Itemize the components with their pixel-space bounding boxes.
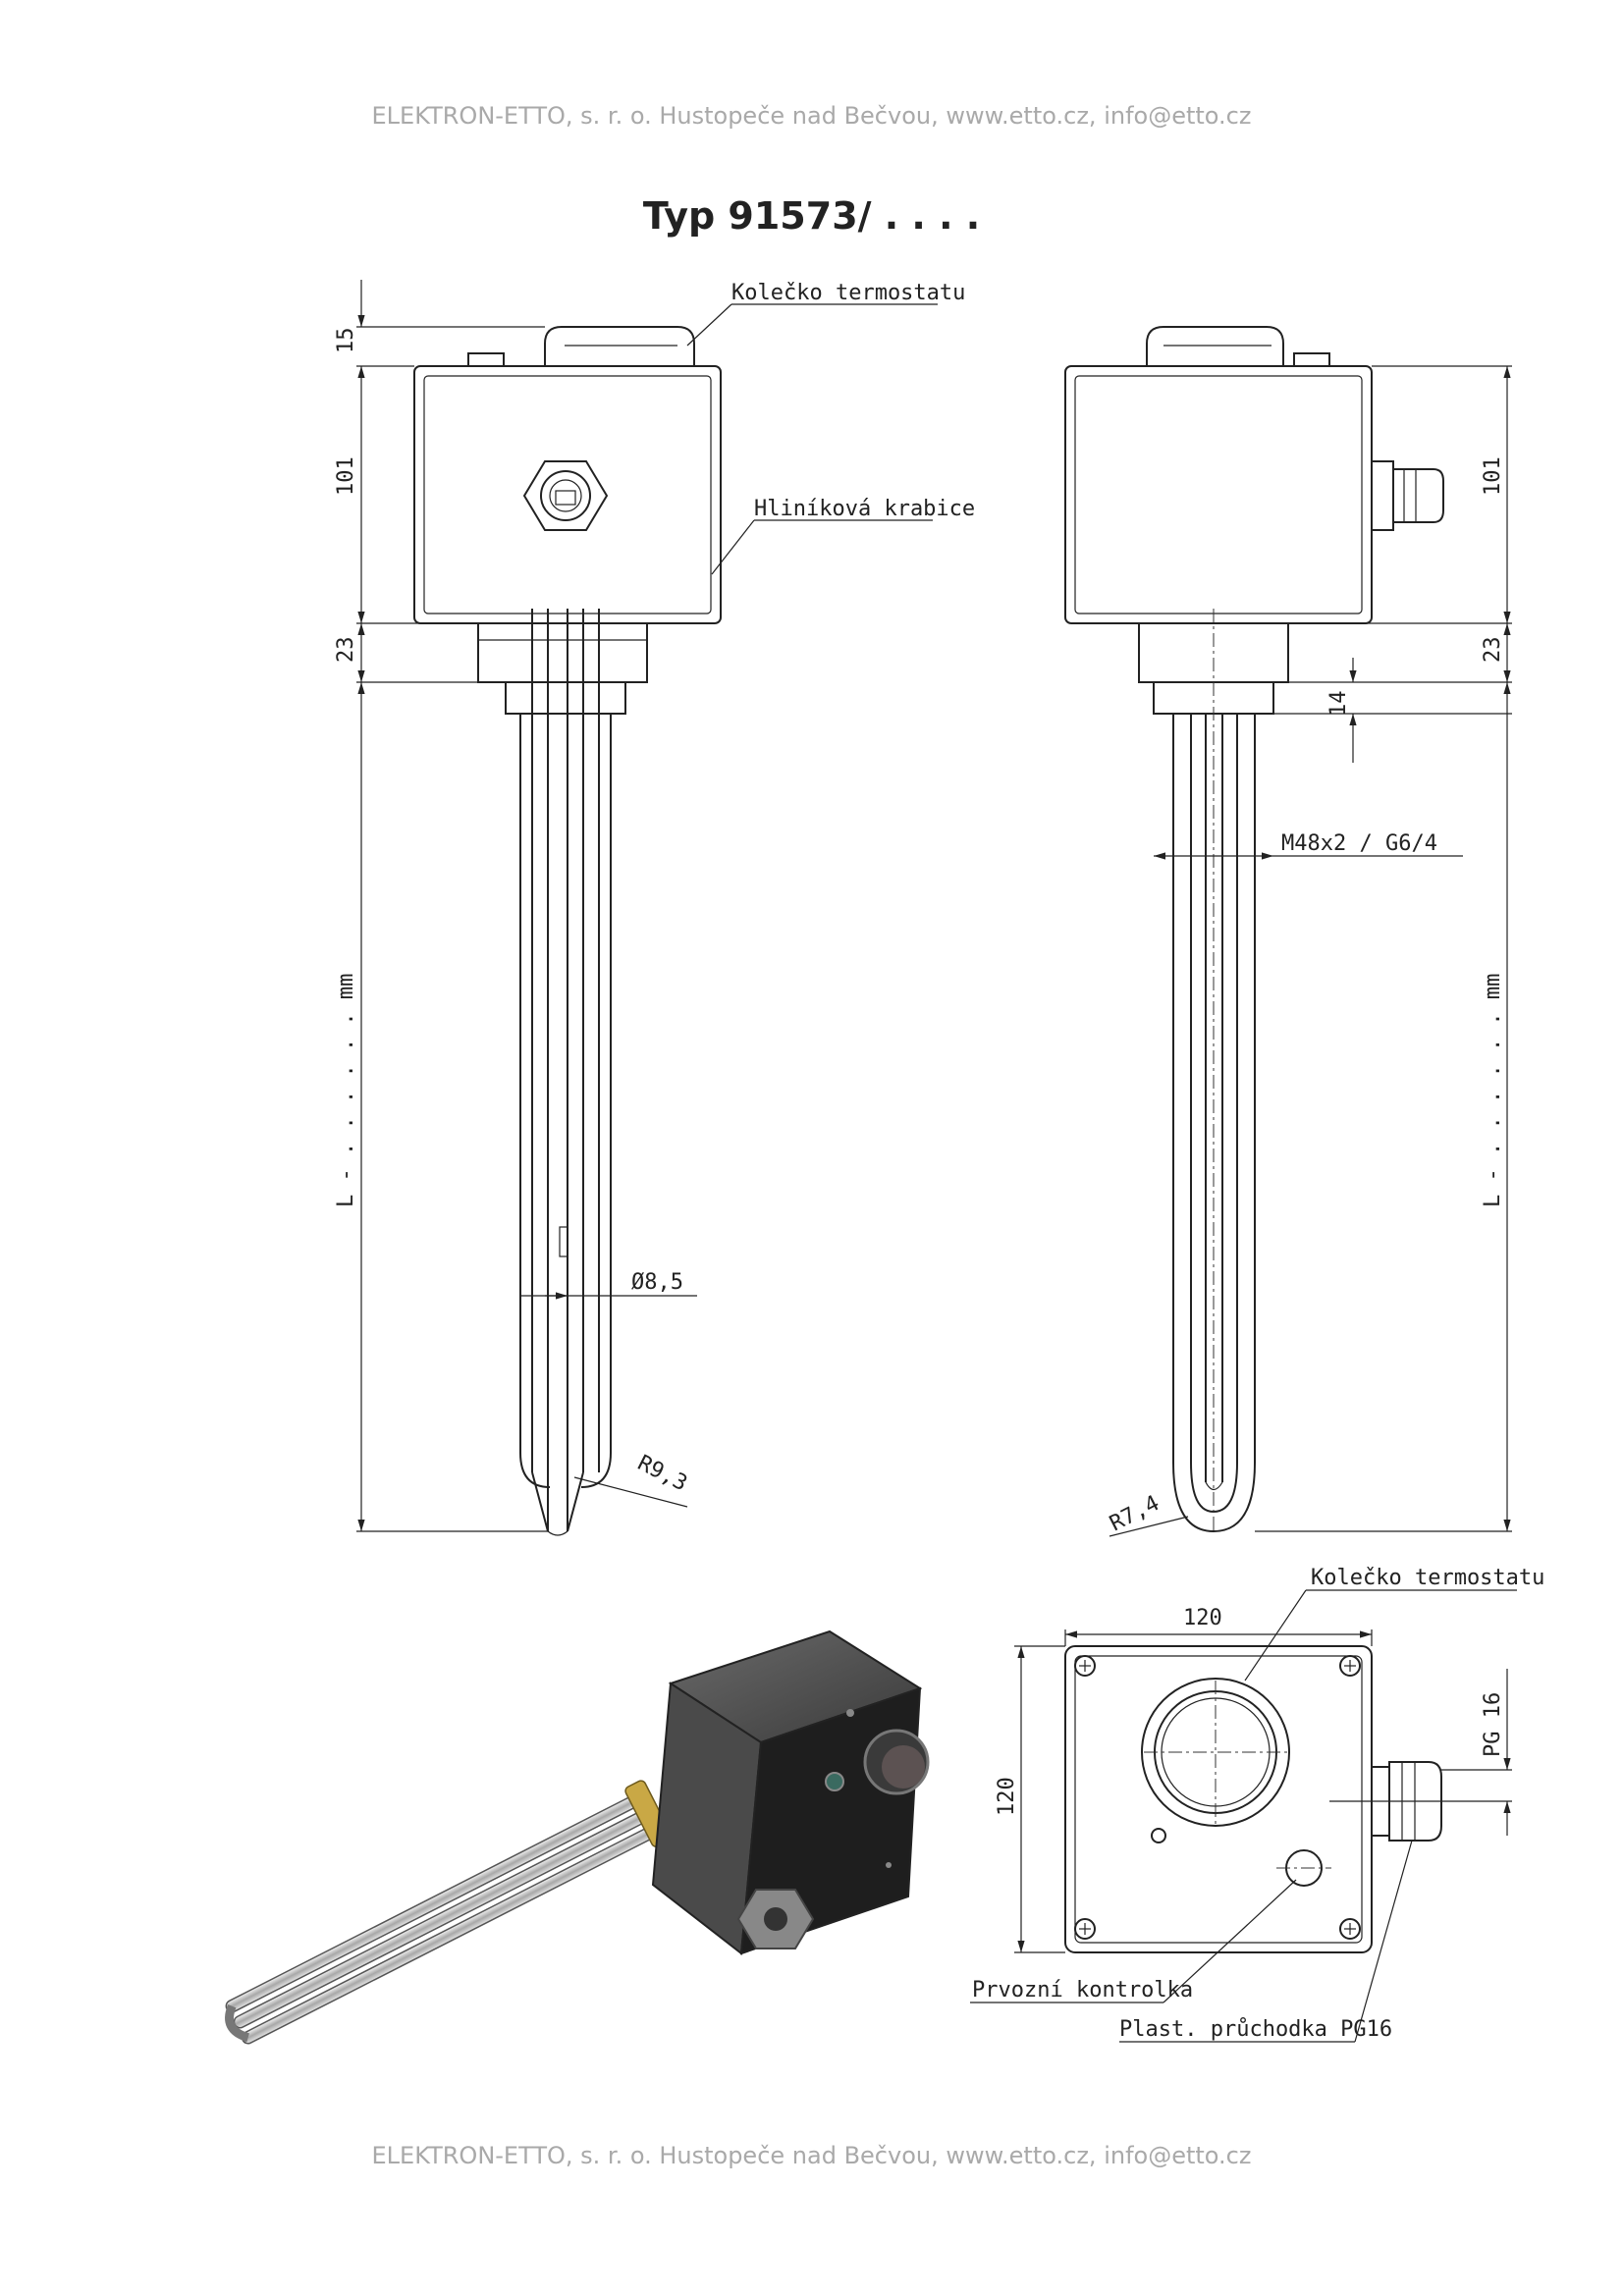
footer-company-line: ELEKTRON-ETTO, s. r. o. Hustopeče nad Be… xyxy=(371,2142,1252,2169)
front-view xyxy=(356,280,938,1536)
dim-box-height-front: 101 xyxy=(334,456,358,496)
label-aluminium-box: Hliníková krabice xyxy=(754,497,975,521)
label-thermostat-knob-front: Kolečko termostatu xyxy=(731,281,965,305)
dim-neck-height-side: 23 xyxy=(1481,637,1505,664)
label-operating-lamp: Prvozní kontrolka xyxy=(972,1978,1193,2002)
page-title: Typ 91573/ . . . . xyxy=(642,194,981,238)
dim-pg: PG 16 xyxy=(1481,1692,1505,1757)
dim-length-side: L - . . . . . . mm xyxy=(1481,974,1505,1207)
top-view xyxy=(970,1589,1517,2043)
dim-neck-height-front: 23 xyxy=(334,637,358,664)
screw-icon xyxy=(1074,1655,1361,1940)
label-thread: M48x2 / G6/4 xyxy=(1281,831,1437,856)
dim-box-depth: 120 xyxy=(995,1777,1019,1816)
dim-bend-radius-front: R9,3 xyxy=(633,1451,691,1496)
dim-length-front: L - . . . . . . mm xyxy=(334,974,358,1207)
isometric-illustration xyxy=(225,1629,930,2045)
side-view xyxy=(1064,326,1512,1537)
dim-knob-height: 15 xyxy=(334,328,358,354)
dim-tube-diameter: Ø8,5 xyxy=(631,1270,683,1295)
header-company-line: ELEKTRON-ETTO, s. r. o. Hustopeče nad Be… xyxy=(371,102,1252,130)
dim-box-width: 120 xyxy=(1183,1606,1222,1630)
label-cable-gland: Plast. průchodka PG16 xyxy=(1119,2016,1392,2042)
dim-thread-depth: 14 xyxy=(1326,691,1351,718)
label-thermostat-knob-top: Kolečko termostatu xyxy=(1311,1566,1544,1590)
dim-box-height-side: 101 xyxy=(1481,456,1505,496)
